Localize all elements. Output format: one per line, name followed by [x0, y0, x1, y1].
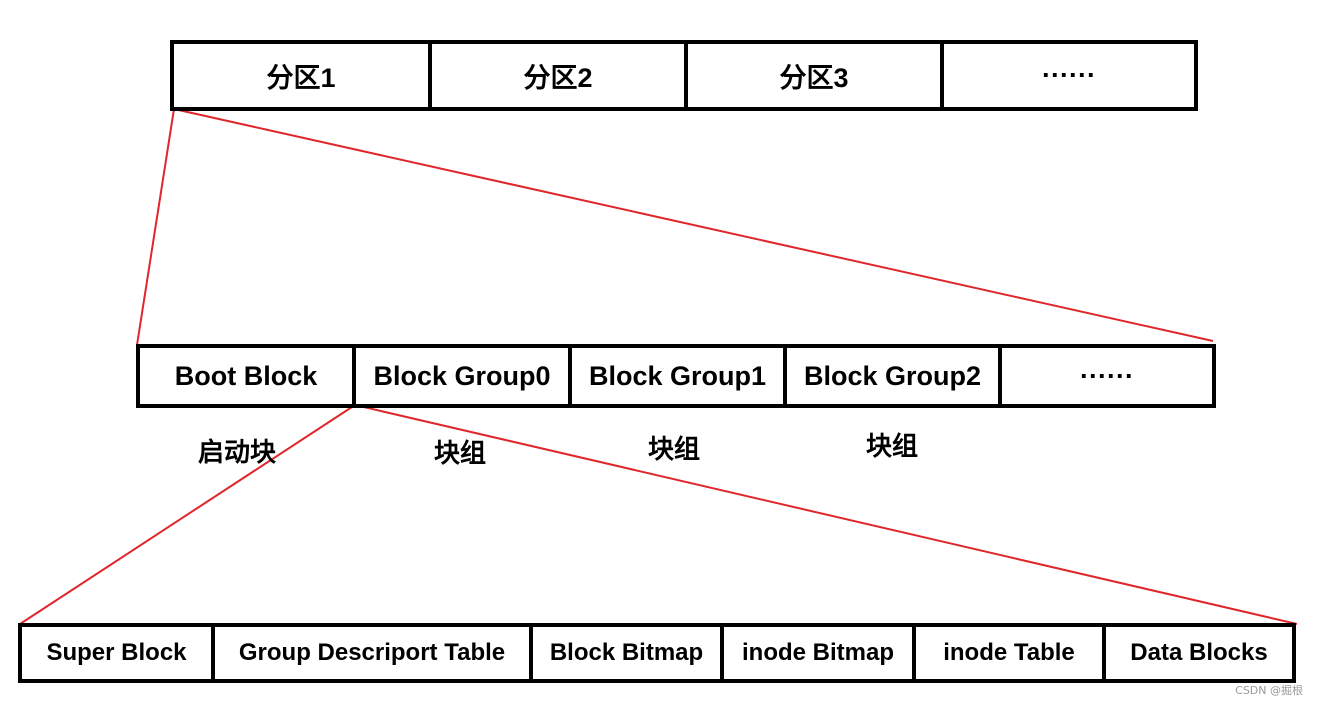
inode-bitmap-cell: inode Bitmap [724, 627, 916, 679]
inode-table-cell: inode Table [916, 627, 1106, 679]
partition-row: 分区1 分区2 分区3 ······ [170, 40, 1198, 111]
data-blocks-cell: Data Blocks [1130, 639, 1268, 666]
block-group-cell-more: ······ [1080, 360, 1134, 391]
caption-block-group: 块组 [648, 434, 701, 464]
caption-block-group: 块组 [866, 431, 919, 461]
partition-cell: 分区1 [174, 44, 432, 107]
partition-cell: 分区3 [688, 44, 944, 107]
boot-block-cell: Boot Block [140, 348, 356, 404]
block-bitmap-cell: Block Bitmap [533, 627, 724, 679]
block-group-cell: Block Group2 [787, 348, 1002, 404]
partition-cell: 分区2 [432, 44, 688, 107]
connector-partition-left [136, 108, 175, 346]
connector-partition-right [173, 108, 1214, 342]
block-group-cell: Block Group0 [356, 348, 572, 404]
caption-boot-block: 启动块 [198, 437, 277, 467]
block-group-detail-row: Super Block Group Descriport Table Block… [18, 623, 1296, 683]
group-descriptor-table-cell: Group Descriport Table [215, 627, 533, 679]
caption-block-group: 块组 [434, 438, 487, 468]
super-block-cell: Super Block [22, 627, 215, 679]
connector-group-left [19, 404, 356, 625]
connector-group-right [354, 404, 1298, 625]
watermark: CSDN @掘根 [1235, 684, 1303, 697]
block-group-cell: Block Group1 [572, 348, 787, 404]
block-group-row: Boot Block Block Group0 Block Group1 Blo… [136, 344, 1216, 408]
partition-cell-more: ······ [1042, 60, 1096, 90]
